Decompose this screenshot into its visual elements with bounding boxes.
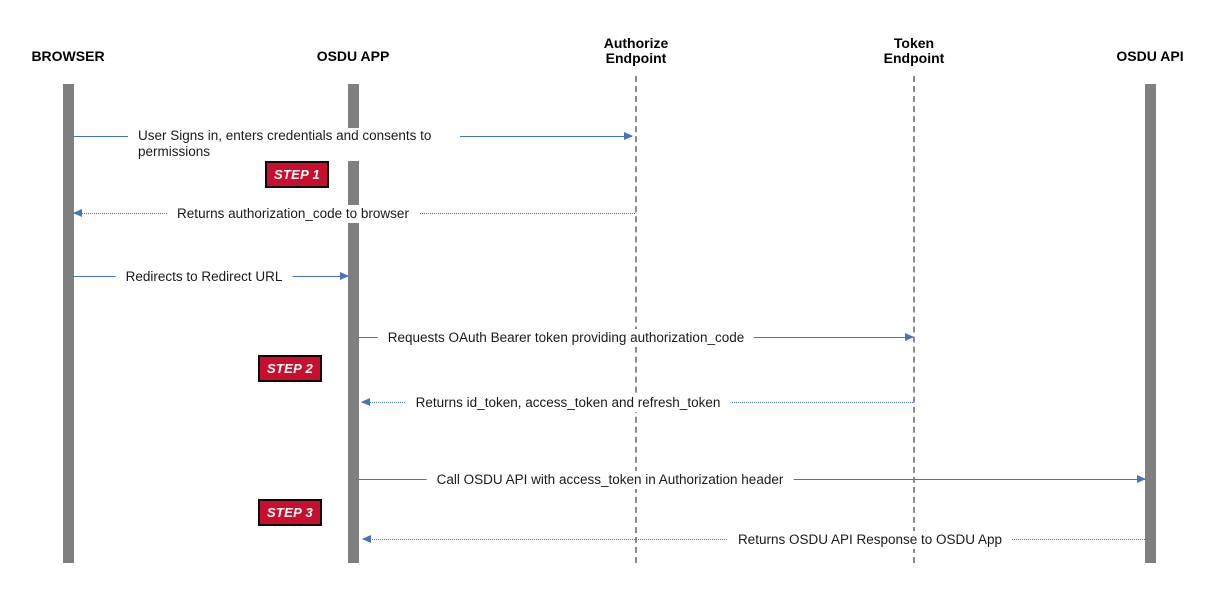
lifeline-bar-osdu-api: [1145, 84, 1156, 563]
message-label: User Signs in, enters credentials and co…: [128, 127, 460, 161]
step-3-badge: STEP 3: [258, 499, 322, 526]
step-1-badge: STEP 1: [265, 161, 329, 188]
arrowhead-right-icon: [340, 271, 349, 280]
message-returns-osdu-api-response: Returns OSDU API Response to OSDU App: [362, 530, 1147, 549]
message-label: Requests OAuth Bearer token providing au…: [377, 328, 755, 347]
message-returns-authorization-code: Returns authorization_code to browser: [73, 204, 635, 223]
message-label: Returns authorization_code to browser: [167, 204, 419, 223]
message-redirects-to-redirect-url: Redirects to Redirect URL: [74, 267, 349, 286]
lifeline-bar-osdu-app: [348, 84, 359, 563]
actor-label-authorize-endpoint: Authorize Endpoint: [603, 35, 669, 66]
message-call-osdu-api: Call OSDU API with access_token in Autho…: [359, 470, 1146, 489]
message-label: Redirects to Redirect URL: [115, 267, 293, 286]
message-label: Returns id_token, access_token and refre…: [405, 393, 731, 412]
step-2-badge: STEP 2: [258, 355, 322, 382]
arrowhead-right-icon: [905, 332, 914, 341]
actor-label-browser: BROWSER: [31, 48, 105, 64]
lifeline-bar-browser: [63, 84, 74, 563]
actor-label-osdu-api: OSDU API: [1116, 48, 1184, 64]
arrowhead-left-icon: [361, 397, 370, 406]
lifeline-dash-authorize-endpoint: [635, 76, 637, 563]
actor-label-osdu-app: OSDU APP: [316, 48, 390, 64]
arrowhead-right-icon: [624, 131, 633, 140]
message-label: Call OSDU API with access_token in Autho…: [426, 470, 794, 489]
arrowhead-left-icon: [73, 208, 82, 217]
message-user-signs-in: User Signs in, enters credentials and co…: [74, 127, 633, 161]
lifeline-dash-token-endpoint: [913, 76, 915, 563]
message-returns-tokens: Returns id_token, access_token and refre…: [361, 393, 913, 412]
arrowhead-right-icon: [1137, 474, 1146, 483]
message-label: Returns OSDU API Response to OSDU App: [727, 530, 1013, 549]
arrowhead-left-icon: [362, 534, 371, 543]
message-requests-oauth-bearer-token: Requests OAuth Bearer token providing au…: [359, 328, 914, 347]
actor-label-token-endpoint: Token Endpoint: [883, 35, 945, 66]
